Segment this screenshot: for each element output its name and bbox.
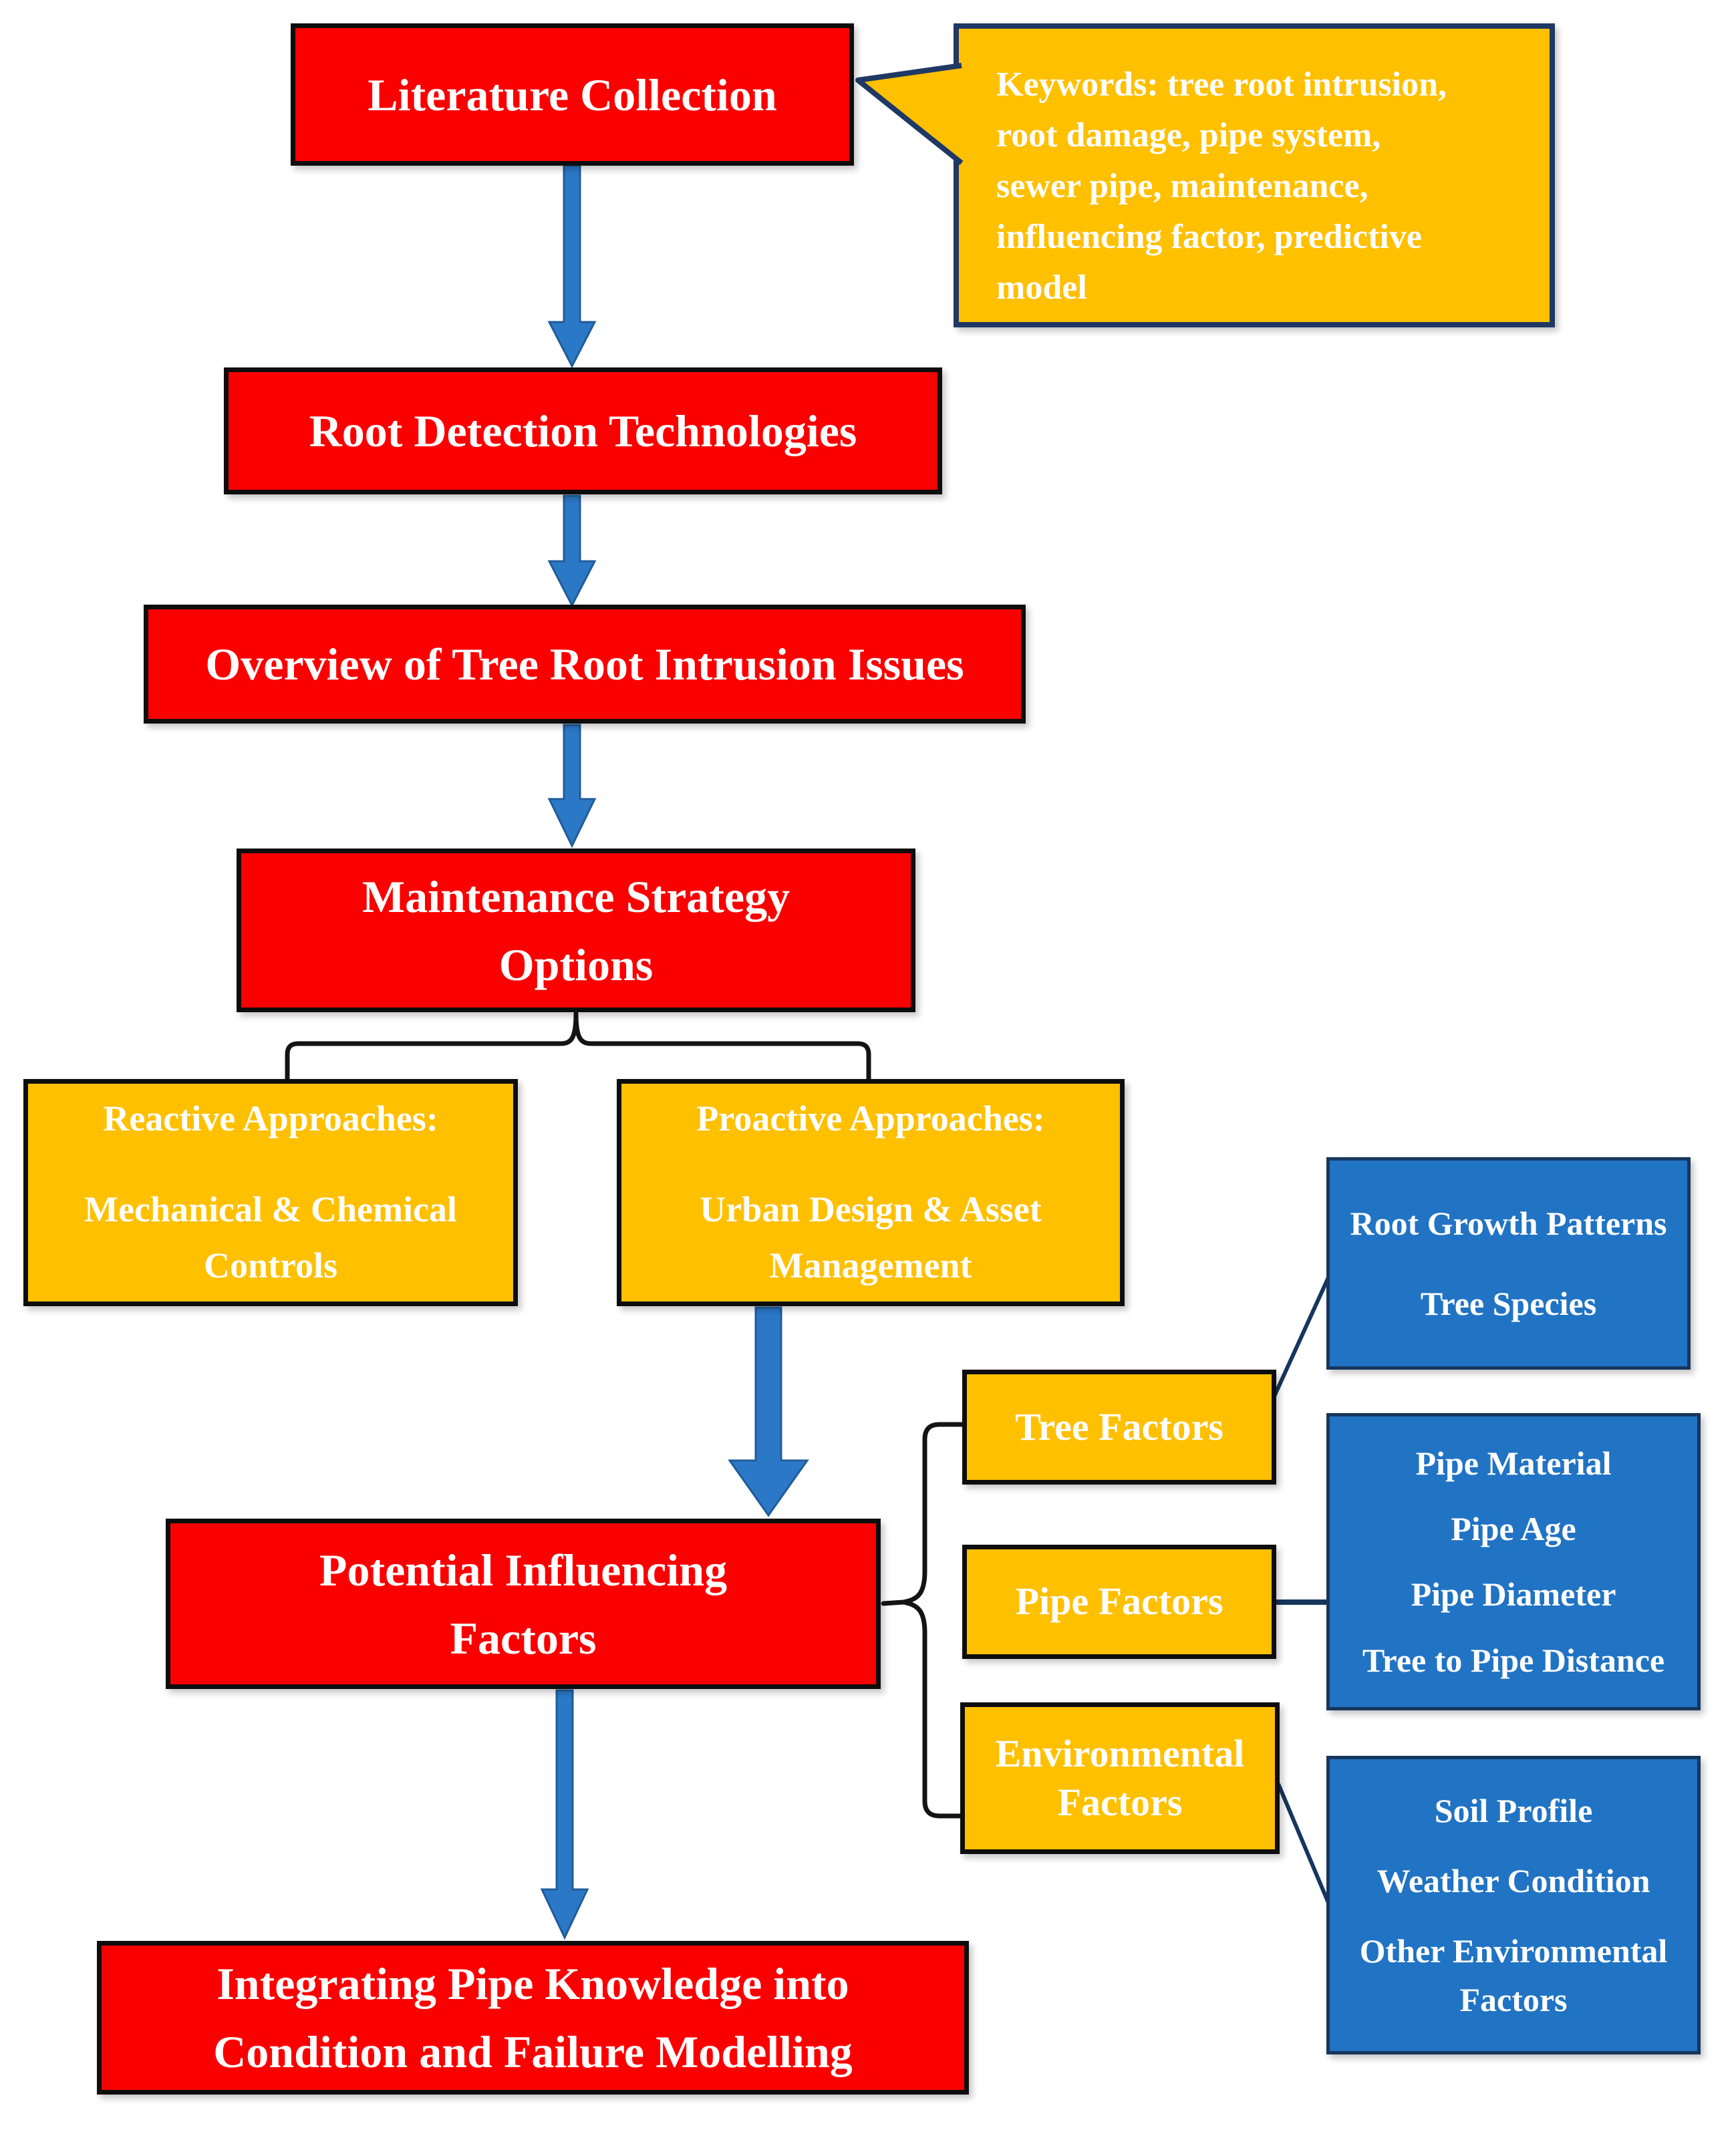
arrow-overview-to-maintenance-icon xyxy=(547,724,597,849)
tree-details-box: Root Growth Patterns Tree Species xyxy=(1326,1157,1691,1370)
arrow-proactive-to-potential-icon xyxy=(728,1306,809,1517)
callout-line: influencing factor, predictive xyxy=(996,217,1422,256)
pipe-detail-item: Pipe Material xyxy=(1415,1444,1612,1482)
reactive-title: Reactive Approaches: xyxy=(103,1098,438,1139)
pipe-details-box: Pipe Material Pipe Age Pipe Diameter Tre… xyxy=(1326,1413,1701,1710)
link-tree-factors-to-details xyxy=(1272,1276,1330,1399)
integrating-line: Condition and Failure Modelling xyxy=(213,2026,853,2077)
maintenance-line: Options xyxy=(498,939,654,990)
arrow-literature-to-detection-icon xyxy=(547,164,597,369)
overview-box: Overview of Tree Root Intrusion Issues xyxy=(144,605,1026,724)
callout-line: Keywords: tree root intrusion, xyxy=(996,65,1447,104)
proactive-title: Proactive Approaches: xyxy=(696,1098,1045,1139)
root-detection-box: Root Detection Technologies xyxy=(224,367,942,494)
pipe-factors-label: Pipe Factors xyxy=(1015,1579,1223,1624)
keywords-callout: Keywords: tree root intrusion, root dama… xyxy=(954,23,1555,327)
pipe-factors-box: Pipe Factors xyxy=(962,1545,1276,1659)
environmental-detail-item: Weather Condition xyxy=(1377,1862,1650,1899)
environmental-factors-box: Environmental Factors xyxy=(960,1702,1280,1854)
reactive-body: Mechanical & Chemical Controls xyxy=(84,1189,457,1285)
environmental-detail-item: Soil Profile xyxy=(1434,1791,1593,1829)
tree-factors-label: Tree Factors xyxy=(1015,1404,1223,1448)
proactive-body: Urban Design & Asset Management xyxy=(700,1189,1042,1285)
literature-collection-box: Literature Collection xyxy=(291,23,854,166)
environmental-details-box: Soil Profile Weather Condition Other Env… xyxy=(1326,1756,1701,2054)
callout-line: model xyxy=(996,268,1087,307)
root-detection-label: Root Detection Technologies xyxy=(309,406,857,456)
proactive-approaches-box: Proactive Approaches: Urban Design & Ass… xyxy=(617,1079,1125,1306)
callout-line: root damage, pipe system, xyxy=(996,116,1381,154)
overview-label: Overview of Tree Root Intrusion Issues xyxy=(205,639,964,690)
arrow-detection-to-overview-icon xyxy=(547,494,597,608)
literature-collection-label: Literature Collection xyxy=(368,69,777,120)
brace-potential-to-factors xyxy=(903,1422,965,1819)
bracket-maintenance-right xyxy=(573,1011,871,1083)
integrating-knowledge-box: Integrating Pipe Knowledge into Conditio… xyxy=(97,1941,969,2095)
integrating-line: Integrating Pipe Knowledge into xyxy=(216,1958,849,2009)
tree-detail-item: Root Growth Patterns xyxy=(1350,1204,1667,1242)
arrow-potential-to-integrating-icon xyxy=(540,1689,589,1940)
environmental-detail-item: Other Environmental Factors xyxy=(1359,1932,1668,2018)
pipe-detail-item: Pipe Age xyxy=(1451,1510,1576,1548)
tree-factors-box: Tree Factors xyxy=(962,1370,1276,1485)
environmental-factors-label: Environmental Factors xyxy=(995,1732,1245,1824)
potential-line: Factors xyxy=(450,1612,597,1664)
pipe-detail-item: Tree to Pipe Distance xyxy=(1362,1641,1665,1679)
tree-detail-item: Tree Species xyxy=(1420,1284,1597,1322)
potential-line: Potential Influencing xyxy=(319,1544,728,1595)
brace-tip xyxy=(881,1599,906,1606)
callout-line: sewer pipe, maintenance, xyxy=(996,166,1368,205)
maintenance-line: Maintenance Strategy xyxy=(361,871,790,922)
pipe-detail-item: Pipe Diameter xyxy=(1411,1575,1616,1614)
maintenance-strategy-box: Maintenance Strategy Options xyxy=(237,849,915,1012)
link-environmental-factors-to-details xyxy=(1276,1783,1330,1904)
reactive-approaches-box: Reactive Approaches: Mechanical & Chemic… xyxy=(23,1079,518,1306)
bracket-maintenance-left xyxy=(285,1011,579,1083)
potential-influencing-factors-box: Potential Influencing Factors xyxy=(166,1519,881,1689)
